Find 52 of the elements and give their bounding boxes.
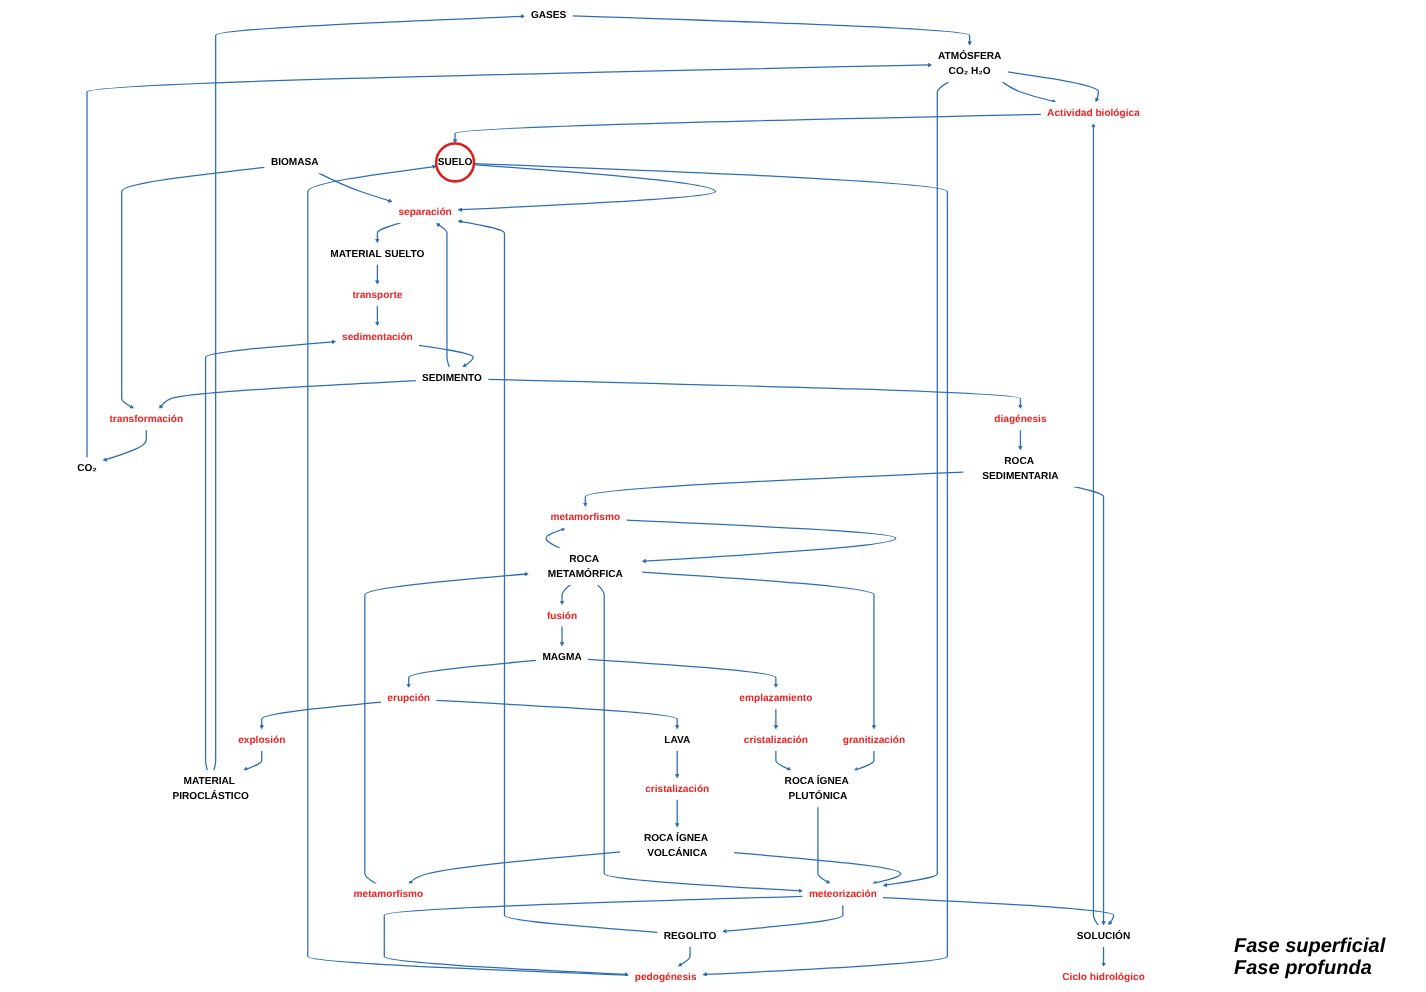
arrow xyxy=(375,305,380,327)
arrow xyxy=(375,222,402,244)
arrow xyxy=(677,945,691,967)
arrow xyxy=(204,339,337,772)
arrow xyxy=(121,166,266,409)
arrow xyxy=(435,699,680,730)
arrow xyxy=(86,62,933,459)
arrow xyxy=(487,378,1023,409)
arrow xyxy=(102,429,147,462)
arrow xyxy=(571,15,972,46)
arrow xyxy=(587,658,779,688)
arrow xyxy=(596,584,803,893)
arrow xyxy=(418,344,474,368)
arrow xyxy=(773,708,779,730)
arrow xyxy=(853,749,875,772)
arrow xyxy=(1006,71,1100,103)
arrow xyxy=(722,904,844,934)
arrow xyxy=(675,749,680,779)
arrow xyxy=(1073,486,1106,926)
arrow xyxy=(383,895,804,977)
arrow xyxy=(406,659,537,688)
arrow xyxy=(243,749,263,772)
arrow xyxy=(364,571,529,885)
arrow xyxy=(1101,945,1106,967)
arrow xyxy=(318,172,393,203)
phase-label: Fase superficial xyxy=(1234,936,1388,958)
arrow xyxy=(545,527,566,549)
arrow xyxy=(435,222,451,368)
arrow xyxy=(559,584,571,606)
arrow xyxy=(213,14,526,772)
arrow xyxy=(882,81,950,888)
arrow xyxy=(452,113,1042,144)
arrow xyxy=(259,701,382,730)
arrow xyxy=(159,380,417,410)
arrow xyxy=(641,571,877,730)
arrow xyxy=(457,163,717,212)
arrow xyxy=(675,798,680,828)
arrow xyxy=(817,806,831,884)
arrow xyxy=(1018,429,1023,451)
arrow xyxy=(559,625,565,647)
arrow xyxy=(583,471,965,508)
arrow xyxy=(775,749,792,771)
arrow xyxy=(457,219,659,933)
arrow xyxy=(408,851,622,885)
arrow xyxy=(375,263,380,285)
arrow xyxy=(1091,123,1099,926)
arrow xyxy=(473,162,948,977)
arrow xyxy=(733,852,902,885)
arrow xyxy=(625,519,897,564)
arrow xyxy=(1001,81,1057,104)
arrow xyxy=(882,896,1115,926)
phase-label: Fase profunda xyxy=(1234,958,1374,980)
